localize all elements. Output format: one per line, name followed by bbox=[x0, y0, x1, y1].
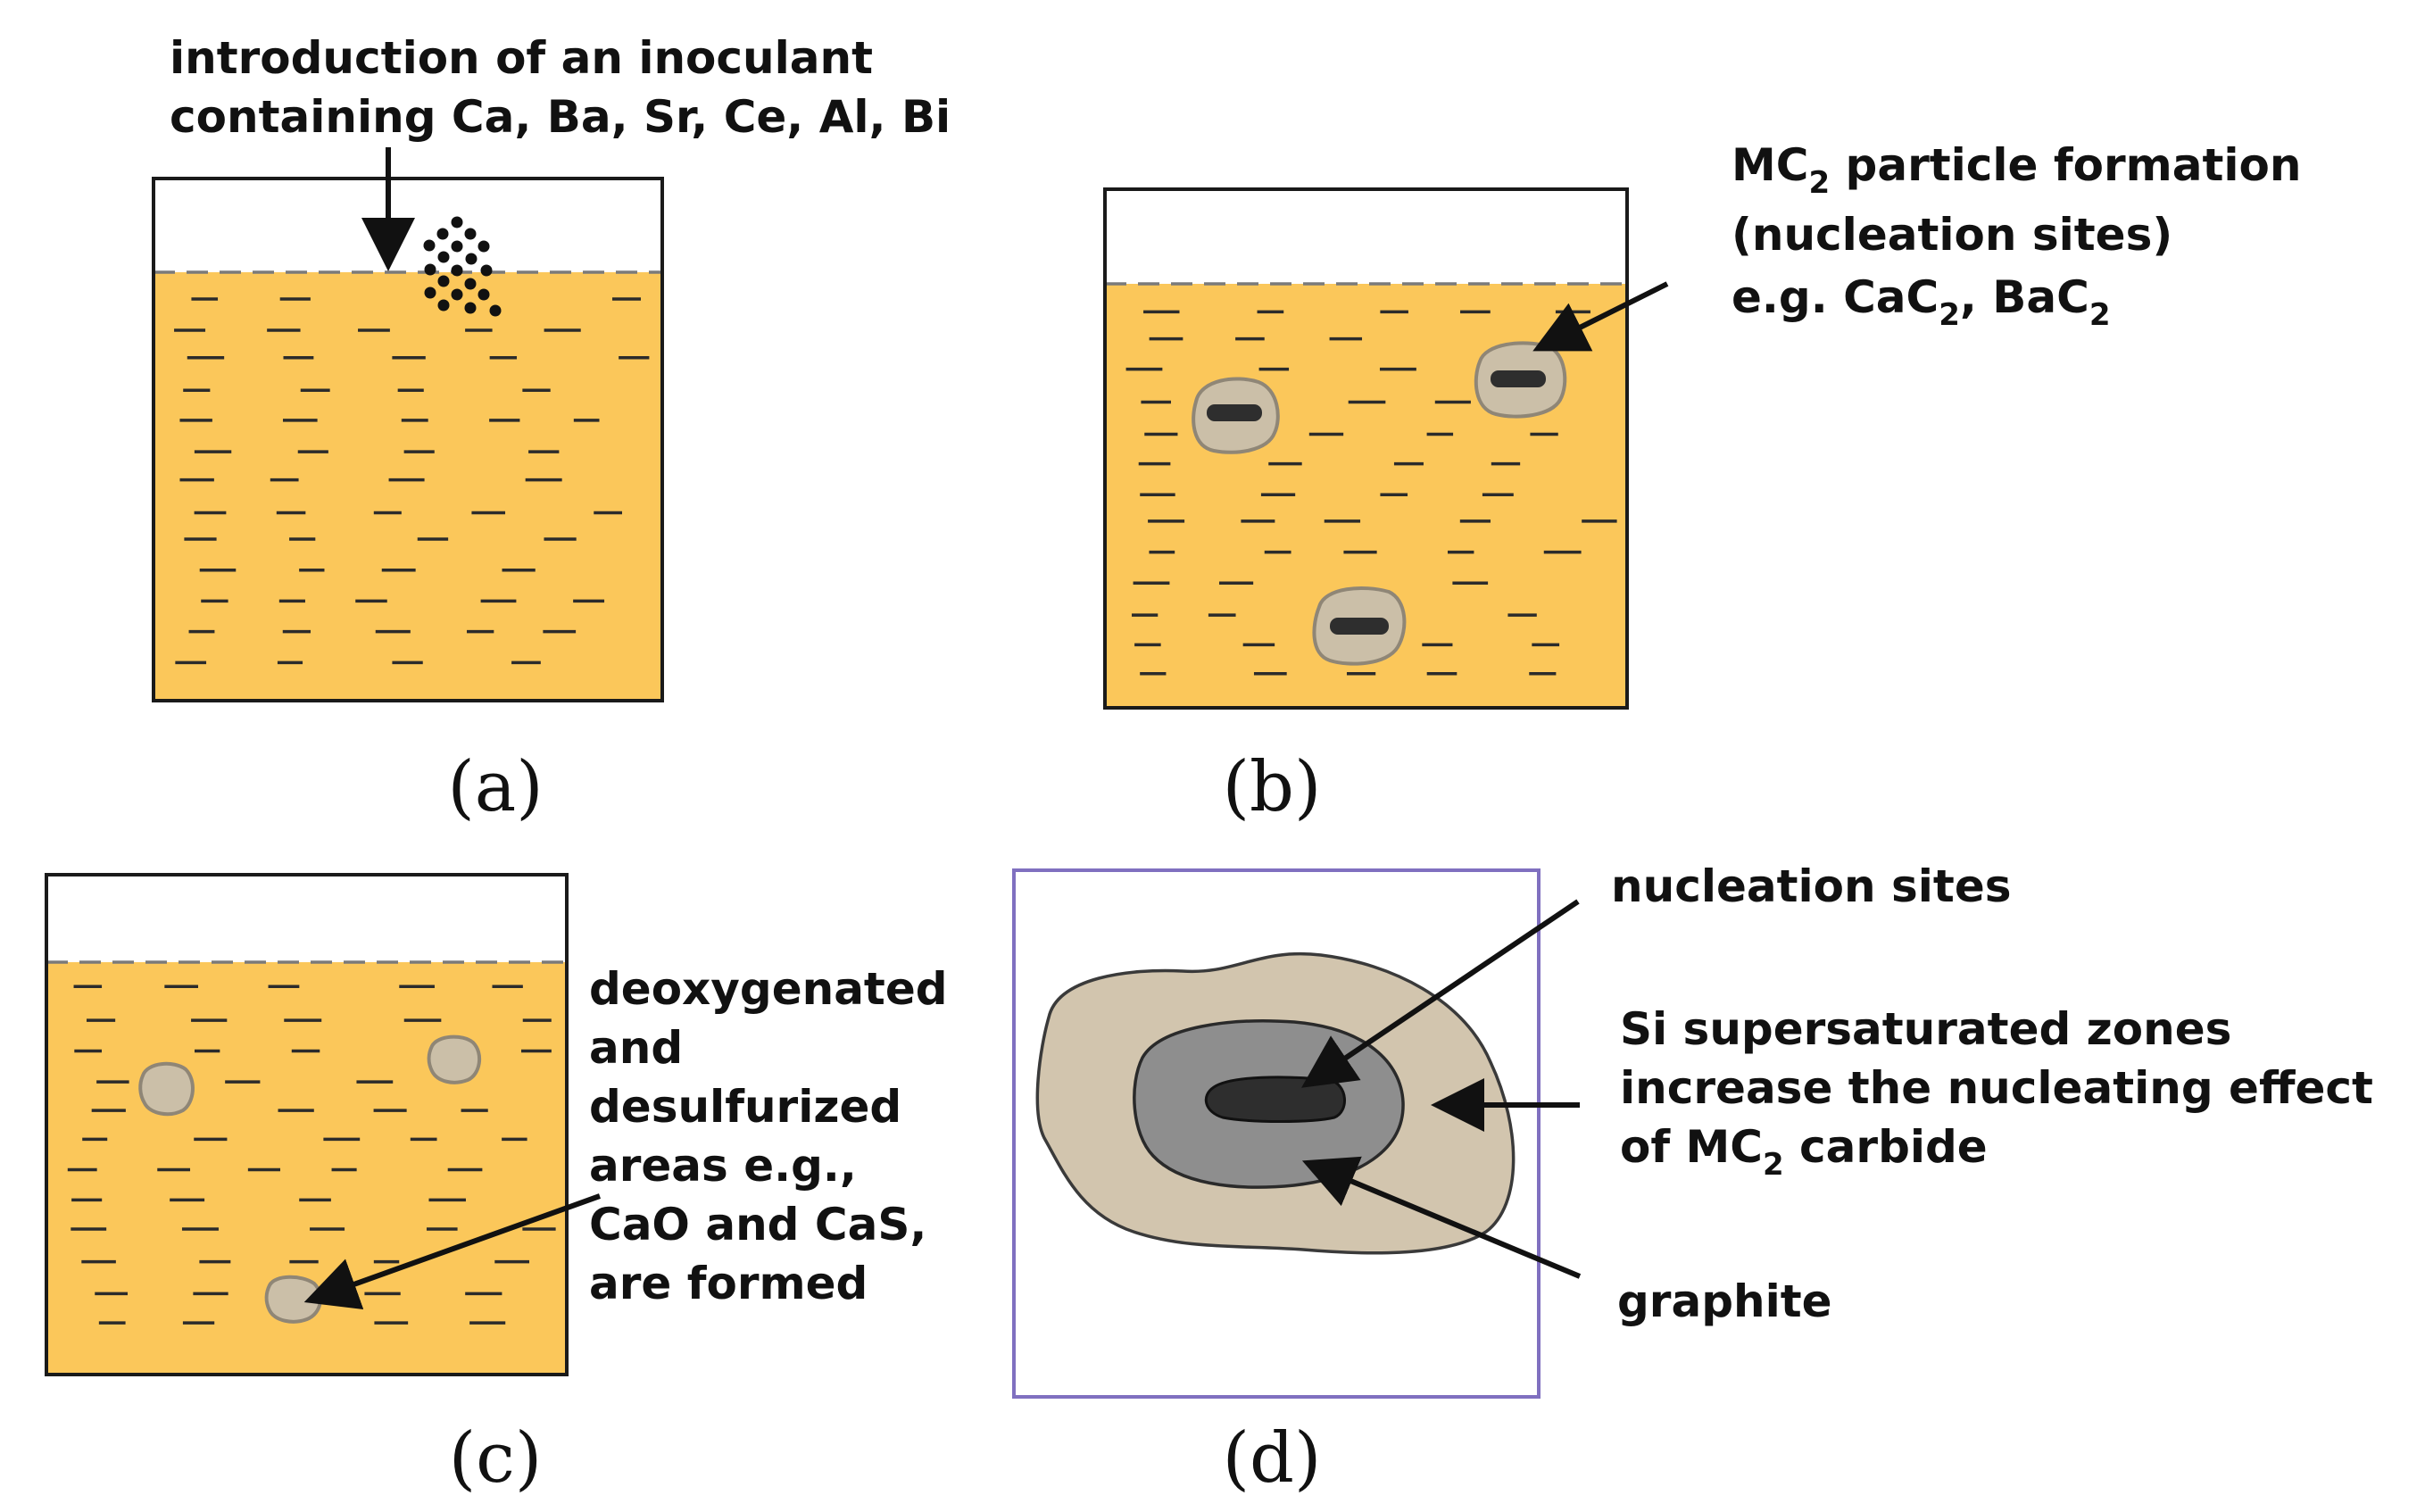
inoculant-dot bbox=[451, 216, 463, 228]
panel-b-label-line3: e.g. CaC2, BaC2 bbox=[1732, 271, 2111, 333]
panel-c-arrow bbox=[303, 1193, 602, 1309]
panel-d-label-si-line2: increase the nucleating effect bbox=[1620, 1062, 2373, 1114]
panel-b-melt-dashes bbox=[1125, 310, 1617, 676]
panel-c: deoxygenated and desulfurized areas e.g.… bbox=[45, 873, 948, 1499]
panel-d-label-si-line3: of MC2 carbide bbox=[1620, 1121, 1988, 1183]
panel-d-label-nucleation: nucleation sites bbox=[1611, 860, 2012, 912]
panel-b: MC2 particle formation (nucleation sites… bbox=[1103, 139, 2301, 827]
inoculant-particles bbox=[423, 216, 502, 317]
inoculant-dot bbox=[464, 278, 477, 290]
panel-b-arrow bbox=[1532, 281, 1669, 352]
panel-c-melt-dashes bbox=[67, 984, 556, 1325]
inoculant-dot bbox=[424, 263, 436, 276]
inoculant-dot bbox=[464, 302, 477, 314]
panel-b-tank bbox=[1103, 187, 1629, 710]
nucleation-site-core bbox=[1204, 1076, 1346, 1123]
panel-c-label: deoxygenated and desulfurized areas e.g.… bbox=[589, 963, 948, 1309]
caption-a: (a) bbox=[447, 747, 543, 827]
inoculant-dot bbox=[464, 228, 477, 240]
inoculant-dot bbox=[451, 264, 463, 277]
panel-d-label-si-line1: Si supersaturated zones bbox=[1620, 1003, 2231, 1055]
panel-c-label-line: areas e.g., bbox=[589, 1140, 857, 1192]
inoculant-dot bbox=[478, 288, 490, 301]
panel-c-label-line: desulfurized bbox=[589, 1081, 901, 1133]
inoculant-dot bbox=[437, 251, 450, 263]
panel-a-tank bbox=[152, 177, 664, 702]
panel-a-crucible bbox=[152, 177, 664, 702]
panel-b-crucible bbox=[1103, 187, 1629, 710]
oxide-sulfide-particle bbox=[264, 1275, 322, 1324]
mc2-particle bbox=[1192, 377, 1280, 454]
inoculant-dot bbox=[478, 240, 490, 253]
inoculant-dot bbox=[437, 275, 450, 287]
panel-c-crucible bbox=[45, 873, 569, 1376]
mc2-particle bbox=[1474, 341, 1567, 419]
panel-a: introduction of an inoculant containing … bbox=[152, 32, 951, 827]
oxide-sulfide-particle bbox=[138, 1061, 195, 1117]
panel-c-label-line: and bbox=[589, 1022, 683, 1074]
inoculant-dot bbox=[424, 287, 436, 299]
inoculant-dot bbox=[480, 264, 493, 277]
inoculant-dot bbox=[465, 253, 478, 265]
inoculant-dot bbox=[423, 239, 436, 252]
panel-c-tank bbox=[45, 873, 569, 1376]
inoculant-dot bbox=[451, 240, 463, 253]
mc2-particle bbox=[1312, 586, 1407, 666]
panel-a-melt-dashes bbox=[174, 297, 650, 665]
caption-b: (b) bbox=[1223, 747, 1322, 827]
caption-c: (c) bbox=[449, 1418, 543, 1499]
panel-b-label-line1: MC2 particle formation bbox=[1732, 139, 2301, 201]
inoculant-dot bbox=[436, 228, 449, 240]
inoculant-dot bbox=[437, 299, 450, 312]
oxide-sulfide-particle bbox=[427, 1034, 482, 1084]
panel-a-label-line2: containing Ca, Ba, Sr, Ce, Al, Bi bbox=[170, 91, 951, 143]
arrow-to-graphite bbox=[1301, 1156, 1582, 1279]
panel-d-label-graphite: graphite bbox=[1617, 1275, 1832, 1327]
panel-d: nucleation sites Si supersaturated zones… bbox=[1012, 860, 2373, 1499]
panel-a-melt bbox=[154, 272, 662, 701]
panel-c-label-line: CaO and CaS, bbox=[589, 1199, 926, 1250]
caption-d: (d) bbox=[1223, 1418, 1322, 1499]
inoculant-dot bbox=[489, 304, 502, 317]
panel-b-label-line2: (nucleation sites) bbox=[1732, 209, 2172, 261]
panel-c-label-line: are formed bbox=[589, 1258, 868, 1309]
inoculant-dot bbox=[451, 288, 463, 301]
panel-c-label-line: deoxygenated bbox=[589, 963, 948, 1015]
arrow-to-nucleation-sites bbox=[1301, 899, 1580, 1088]
panel-a-label-line1: introduction of an inoculant bbox=[170, 32, 873, 84]
